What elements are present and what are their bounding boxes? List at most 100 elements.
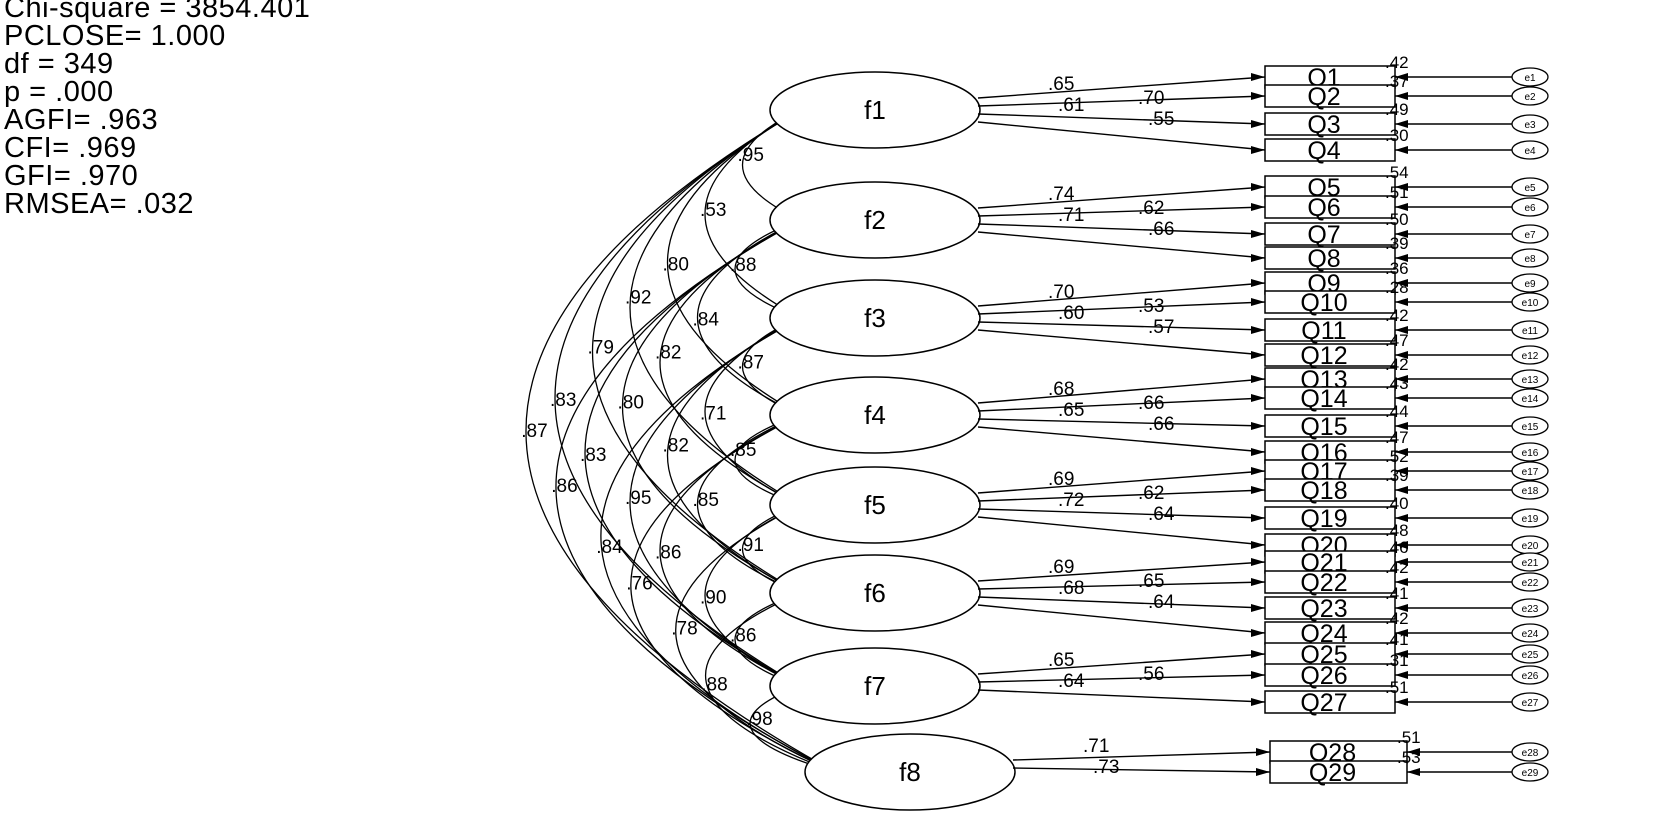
r-squared-label: .47	[1385, 331, 1409, 350]
arrowhead	[1395, 146, 1408, 154]
r-squared-label: .43	[1385, 374, 1409, 393]
correlation-label: .91	[738, 535, 764, 556]
arrowhead	[1395, 326, 1408, 334]
arrowhead	[1251, 146, 1265, 154]
loading-label: .57	[1148, 317, 1174, 338]
arrowhead	[1251, 629, 1265, 637]
indicator-label: Q22	[1300, 569, 1347, 597]
arrowhead	[1395, 394, 1408, 402]
factor-label: f5	[864, 490, 886, 520]
error-term	[1511, 86, 1549, 106]
arrowhead	[1251, 541, 1265, 549]
error-label: e18	[1522, 486, 1539, 497]
loading-path	[977, 321, 1266, 331]
loading-path	[977, 121, 1266, 151]
loading-path	[977, 561, 1266, 582]
arrowhead	[1251, 448, 1265, 456]
error-label: e27	[1522, 698, 1539, 709]
latent-factor-f8	[804, 733, 1016, 811]
correlation-label: .84	[596, 537, 623, 558]
loading-path	[977, 206, 1266, 217]
correlation-arc	[629, 109, 801, 506]
arrowhead	[1395, 230, 1408, 238]
fit-stat: Chi-square = 3854.401	[4, 0, 311, 24]
correlation-arc	[734, 414, 801, 506]
arrowhead	[1251, 514, 1265, 522]
factor-label: f7	[864, 671, 886, 701]
error-term	[1511, 665, 1549, 685]
loading-path	[977, 508, 1266, 519]
latent-factor-f5	[769, 466, 981, 544]
loading-path	[977, 596, 1266, 609]
correlation-label: .80	[663, 255, 689, 276]
error-label: e16	[1522, 448, 1539, 459]
error-label: e6	[1524, 203, 1536, 214]
r-squared-label: .54	[1385, 163, 1409, 182]
indicator-label: Q26	[1300, 662, 1347, 690]
correlation-arc	[525, 109, 836, 773]
factor-label: f8	[899, 757, 921, 787]
r-squared-label: .50	[1385, 210, 1409, 229]
correlation-arc	[592, 109, 801, 594]
correlation-arc	[697, 414, 801, 594]
error-label: e22	[1522, 578, 1539, 589]
arrowhead	[1395, 467, 1408, 475]
r-squared-label: .36	[1385, 259, 1409, 278]
error-term	[1511, 442, 1549, 462]
loading-label: .69	[1048, 469, 1074, 490]
arrowhead	[1395, 73, 1408, 81]
arrowhead	[1251, 467, 1265, 475]
loading-path	[977, 113, 1266, 125]
r-squared-label: .42	[1385, 306, 1409, 325]
error-label: e5	[1524, 183, 1536, 194]
arrowhead	[1395, 629, 1408, 637]
correlation-label: .83	[580, 445, 606, 466]
loading-label: .73	[1093, 757, 1119, 778]
arrowhead	[1251, 230, 1265, 238]
latent-factor-f4	[769, 376, 981, 454]
indicator-label: Q3	[1307, 111, 1340, 139]
correlation-label: .84	[693, 310, 720, 331]
loading-label: .64	[1058, 671, 1085, 692]
indicator-label: Q11	[1301, 317, 1346, 345]
r-squared-label: .51	[1385, 183, 1409, 202]
loading-label: .68	[1058, 578, 1084, 599]
error-label: e25	[1522, 650, 1539, 661]
correlation-label: .88	[701, 675, 727, 696]
loading-path	[977, 470, 1266, 494]
loading-path	[977, 301, 1266, 315]
loading-label: .70	[1138, 88, 1164, 109]
latent-factor-f2	[769, 181, 981, 259]
latent-factor-f7	[769, 647, 981, 725]
latent-factor-f6	[769, 554, 981, 632]
fit-stat: GFI= .970	[4, 160, 139, 192]
error-term	[1511, 248, 1549, 268]
error-term	[1511, 762, 1549, 782]
correlation-arc	[600, 317, 836, 773]
arrowhead	[1251, 558, 1265, 566]
r-squared-label: .47	[1385, 428, 1409, 447]
error-term	[1511, 572, 1549, 592]
correlation-label: .92	[625, 288, 651, 309]
error-label: e14	[1522, 394, 1539, 405]
correlation-label: .86	[730, 626, 756, 647]
loading-path	[977, 674, 1266, 683]
correlation-arc	[555, 219, 836, 773]
arrowhead	[1251, 422, 1265, 430]
error-label: e19	[1522, 514, 1539, 525]
correlation-label: .98	[746, 709, 772, 730]
arrowhead	[1256, 768, 1270, 776]
loading-path	[977, 653, 1266, 675]
error-label: e20	[1522, 541, 1539, 552]
loading-path	[977, 516, 1266, 546]
arrowhead	[1251, 120, 1265, 128]
arrowhead	[1251, 604, 1265, 612]
error-label: e12	[1522, 351, 1539, 362]
error-term	[1511, 742, 1549, 762]
arrowhead	[1395, 183, 1408, 191]
loading-label: .55	[1148, 109, 1174, 130]
correlation-label: .95	[625, 488, 651, 509]
r-squared-label: .39	[1385, 466, 1409, 485]
r-squared-label: .41	[1385, 630, 1409, 649]
